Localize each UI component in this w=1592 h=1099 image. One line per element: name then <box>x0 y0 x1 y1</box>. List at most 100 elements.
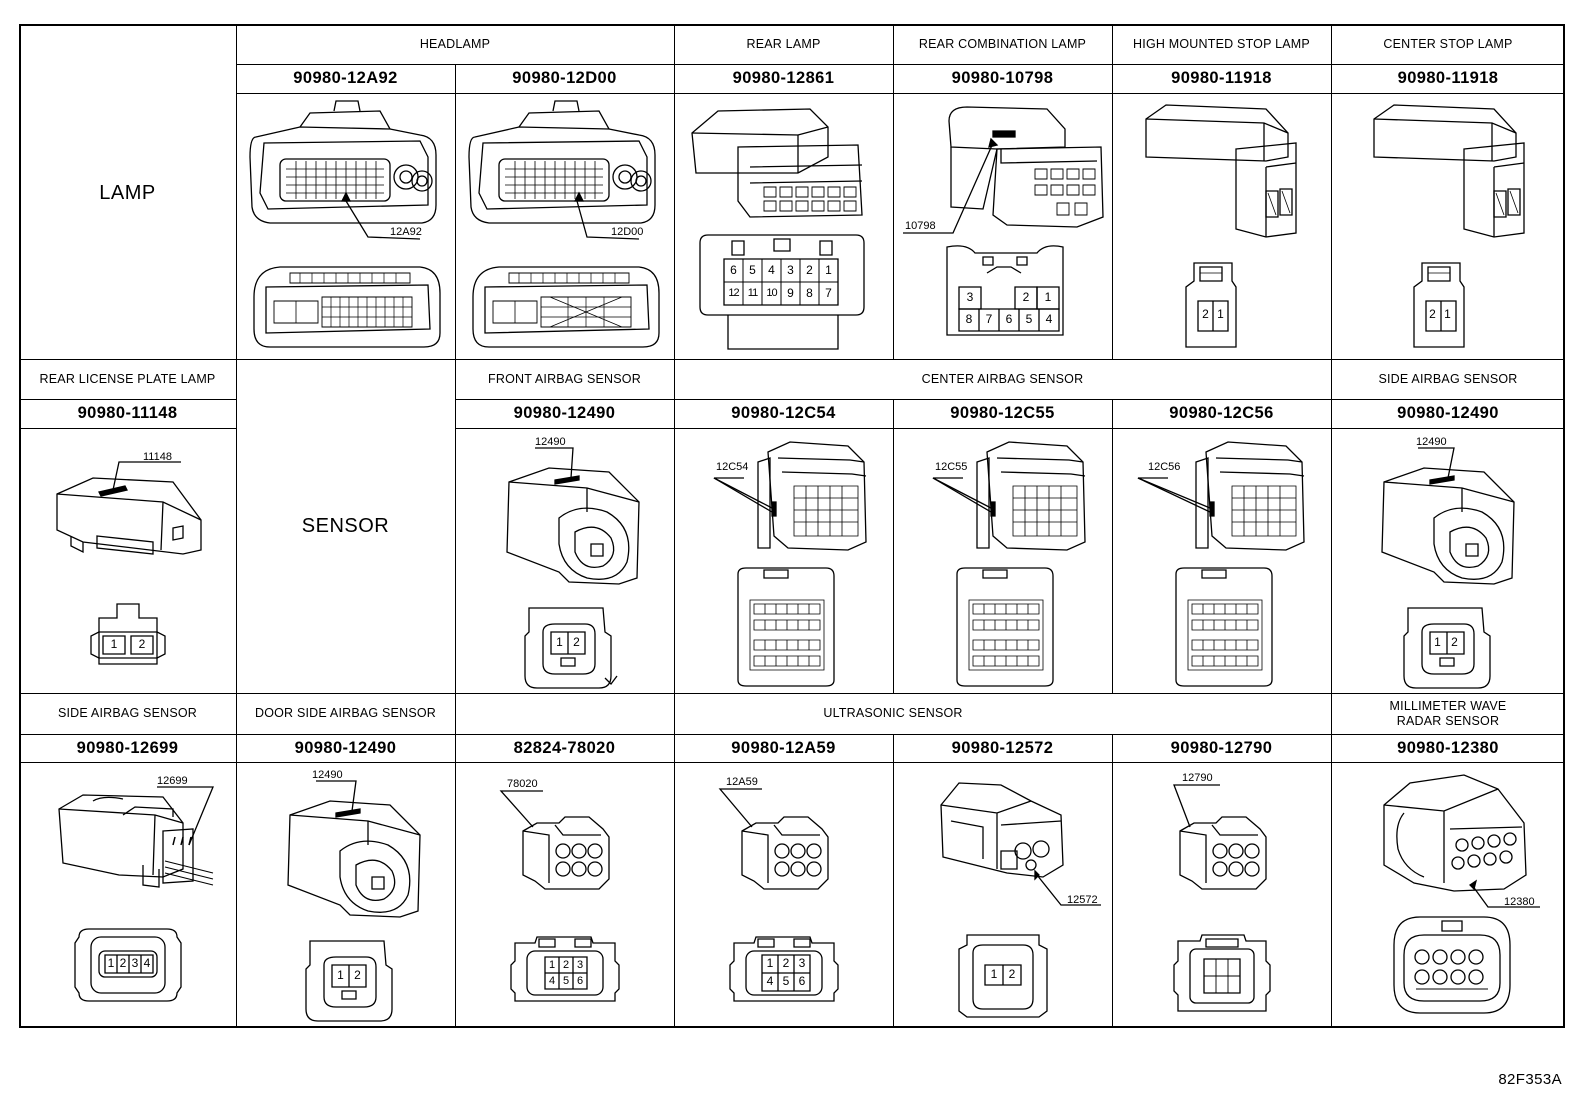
part-number: 90980-12A59 <box>731 738 836 757</box>
grid-line <box>455 359 456 1028</box>
pin-label: 1 <box>110 637 118 652</box>
grid-line <box>1112 399 1113 694</box>
part-number: 82824-78020 <box>513 738 616 757</box>
pin-label: 5 <box>782 974 790 989</box>
part-number: 90980-12C54 <box>731 404 836 423</box>
header-line: RADAR SENSOR <box>1396 713 1500 728</box>
grid-line <box>19 399 236 400</box>
header-front-airbag-sensor: FRONT AIRBAG SENSOR <box>488 371 641 386</box>
connector-drawing-12790: 12790 <box>1116 772 1328 1023</box>
grid-line <box>1112 24 1113 359</box>
pin-label: 1 <box>766 956 774 971</box>
connector-drawing-12a59: 12A59 <box>678 776 890 1023</box>
callout-label: 12490 <box>312 769 343 781</box>
pin-label: 2 <box>354 968 361 983</box>
pin-label: 6 <box>730 262 737 277</box>
header-high-mounted-stop-lamp: HIGH MOUNTED STOP LAMP <box>1133 36 1310 51</box>
pin-label: 3 <box>576 958 584 971</box>
connector-drawing-12490: 12490 <box>459 436 671 690</box>
pin-label: 6 <box>576 974 584 987</box>
pin-label: 2 <box>562 958 570 971</box>
callout-label: 10798 <box>905 220 936 232</box>
part-number: 90980-12572 <box>951 738 1054 757</box>
part-number: 90980-12861 <box>732 69 835 88</box>
part-number: 90980-12490 <box>294 738 397 757</box>
connector-drawing-12d00: 12D00 <box>459 97 671 355</box>
callout-label: 12699 <box>157 775 188 787</box>
pin-label: 1 <box>1444 307 1451 322</box>
connector-drawing-11918 <box>1340 97 1560 355</box>
header-side-airbag-sensor: SIDE AIRBAG SENSOR <box>57 706 198 721</box>
connector-drawing-12861 <box>678 97 890 355</box>
part-number: 90980-12D00 <box>512 69 617 88</box>
grid-line <box>236 64 1565 65</box>
header-center-stop-lamp: CENTER STOP LAMP <box>1383 36 1513 51</box>
pin-label: 1 <box>107 956 115 971</box>
pin-label: 2 <box>782 956 790 971</box>
part-number: 90980-12A92 <box>293 69 398 88</box>
part-number: 90980-12490 <box>513 404 616 423</box>
connector-drawing-12572: 12572 <box>897 765 1109 1023</box>
part-number: 90980-12790 <box>1170 738 1273 757</box>
pin-label: 2 <box>1022 290 1030 305</box>
figure-code: 82F353A <box>1498 1071 1562 1088</box>
pin-label: 2 <box>573 635 580 650</box>
header-headlamp: HEADLAMP <box>419 36 491 51</box>
pin-label: 12 <box>728 287 739 300</box>
part-number: 90980-11918 <box>1171 69 1272 88</box>
grid-line <box>236 24 237 1028</box>
grid-line <box>893 24 894 359</box>
part-number: 90980-12490 <box>1397 404 1499 423</box>
pin-label: 1 <box>1434 635 1441 650</box>
connector-drawing-12699: 12699 <box>23 775 233 1023</box>
section-label-lamp: LAMP <box>99 181 156 204</box>
pin-label: 1 <box>337 968 344 983</box>
section-label-sensor: SENSOR <box>301 514 390 537</box>
header-rear-combination-lamp: REAR COMBINATION LAMP <box>918 36 1087 51</box>
part-number: 90980-11148 <box>77 404 178 423</box>
callout-label: 11148 <box>143 451 172 463</box>
connector-drawing-12490: 12490 <box>1340 436 1560 690</box>
header-ultrasonic-sensor: ULTRASONIC SENSOR <box>823 706 963 721</box>
connector-drawing-12a92: 12A92 <box>240 97 452 355</box>
grid-line <box>893 399 894 694</box>
pin-label: 5 <box>749 262 756 277</box>
pin-label: 4 <box>1045 312 1053 327</box>
pin-label: 2 <box>1202 307 1209 322</box>
connector-drawing-11918 <box>1116 97 1328 355</box>
pin-label: 4 <box>548 974 556 987</box>
header-rear-lamp: REAR LAMP <box>746 36 821 51</box>
connector-drawing-12c55: 12C55 <box>897 432 1109 690</box>
grid-line <box>19 762 1565 763</box>
pin-label: 11 <box>747 287 758 300</box>
connector-drawing-11148: 11148 <box>23 451 233 690</box>
callout-label: 12380 <box>1504 896 1535 908</box>
header-side-airbag-sensor: SIDE AIRBAG SENSOR <box>1378 371 1518 386</box>
callout-label: 12A59 <box>726 776 758 788</box>
pin-label: 2 <box>1429 307 1436 322</box>
callout-label: 12490 <box>1416 436 1447 448</box>
pin-label: 2 <box>119 956 127 971</box>
pin-label: 2 <box>806 262 813 277</box>
connector-drawing-12c56: 12C56 <box>1116 432 1328 690</box>
pin-label: 8 <box>806 285 813 300</box>
header-center-airbag-sensor: CENTER AIRBAG SENSOR <box>921 371 1084 386</box>
connector-drawing-10798: 10798 <box>897 97 1109 355</box>
pin-label: 5 <box>562 974 570 987</box>
callout-label: 12C54 <box>716 461 748 473</box>
pin-label: 3 <box>787 262 794 277</box>
pin-label: 5 <box>1025 312 1033 327</box>
pin-label: 9 <box>787 285 794 300</box>
callout-label: 12490 <box>535 436 566 448</box>
grid-line <box>674 24 675 1028</box>
pin-label: 1 <box>825 262 832 277</box>
grid-line <box>19 359 1565 360</box>
connector-drawing-12380: 12380 <box>1340 765 1560 1023</box>
pin-label: 7 <box>825 285 832 300</box>
part-number: 90980-10798 <box>951 69 1054 88</box>
pin-label: 4 <box>143 956 151 971</box>
header-door-side-airbag-sensor: DOOR SIDE AIRBAG SENSOR <box>254 706 437 721</box>
pin-label: 2 <box>1008 967 1016 982</box>
callout-label: 12C56 <box>1148 461 1180 473</box>
grid-line <box>19 734 1565 735</box>
